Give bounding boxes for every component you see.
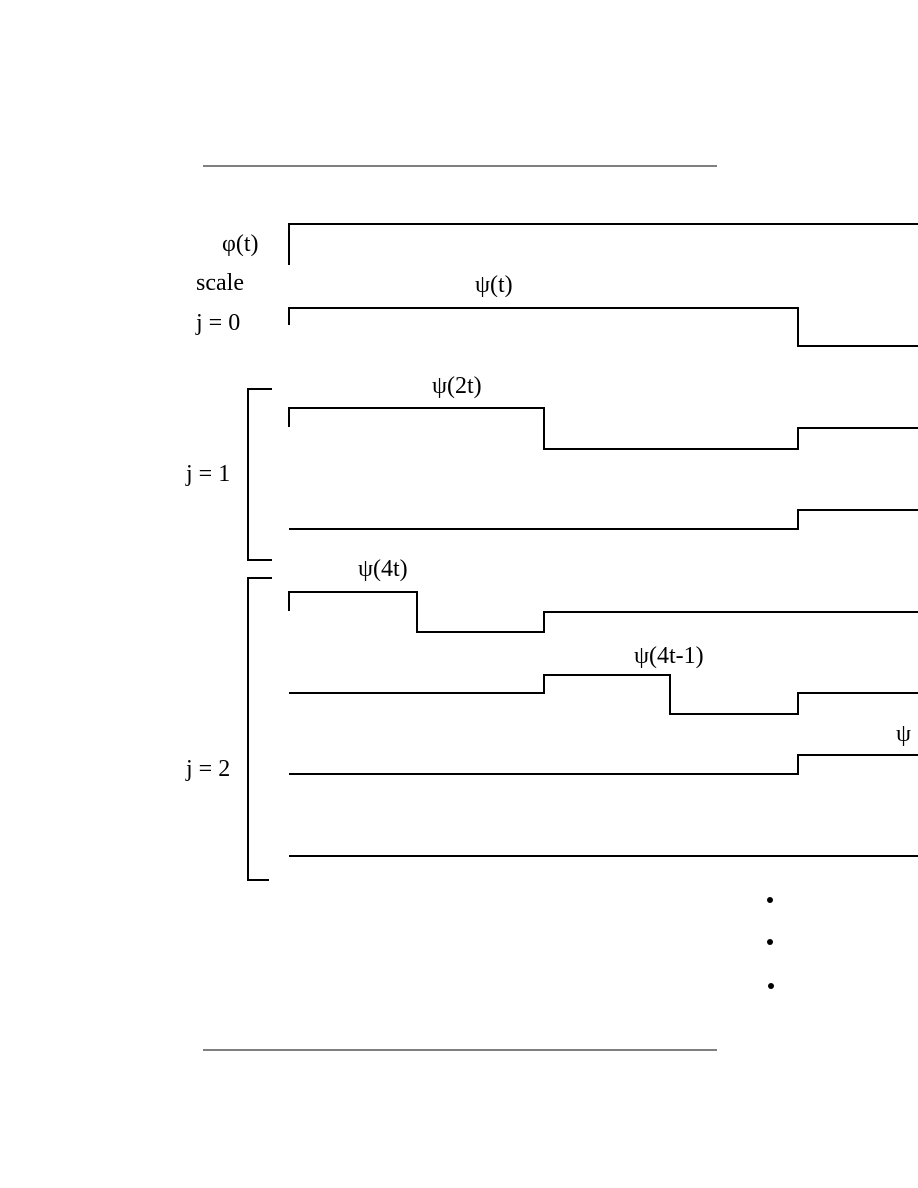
psi-t-waveform	[288, 307, 918, 347]
psi-4t-label: ψ(4t)	[358, 556, 408, 582]
psi-t-label: ψ(t)	[475, 272, 513, 298]
psi-2t-waveform	[288, 407, 918, 450]
j1-label: j = 1	[185, 461, 230, 487]
j2-label: j = 2	[185, 756, 230, 782]
phi-label: φ(t)	[222, 231, 259, 257]
psi-2t-label: ψ(2t)	[432, 373, 482, 399]
psi-4t-1-label: ψ(4t-1)	[634, 643, 704, 669]
phi-waveform	[288, 223, 918, 265]
ellipsis-dot-1	[767, 897, 773, 903]
psi-4t-waveform	[288, 591, 918, 633]
psi-4t-1-waveform	[289, 674, 918, 715]
ellipsis-dot-3	[768, 983, 774, 989]
j0-label: j = 0	[195, 310, 240, 336]
psi-4t-2-waveform	[289, 754, 918, 775]
scale-label: scale	[196, 270, 244, 296]
j2-bracket	[247, 577, 272, 881]
ellipsis-dot-2	[767, 939, 773, 945]
psi-cut-label: ψ	[896, 721, 911, 747]
psi-2t-1-waveform	[289, 509, 918, 530]
j1-bracket	[247, 388, 272, 561]
